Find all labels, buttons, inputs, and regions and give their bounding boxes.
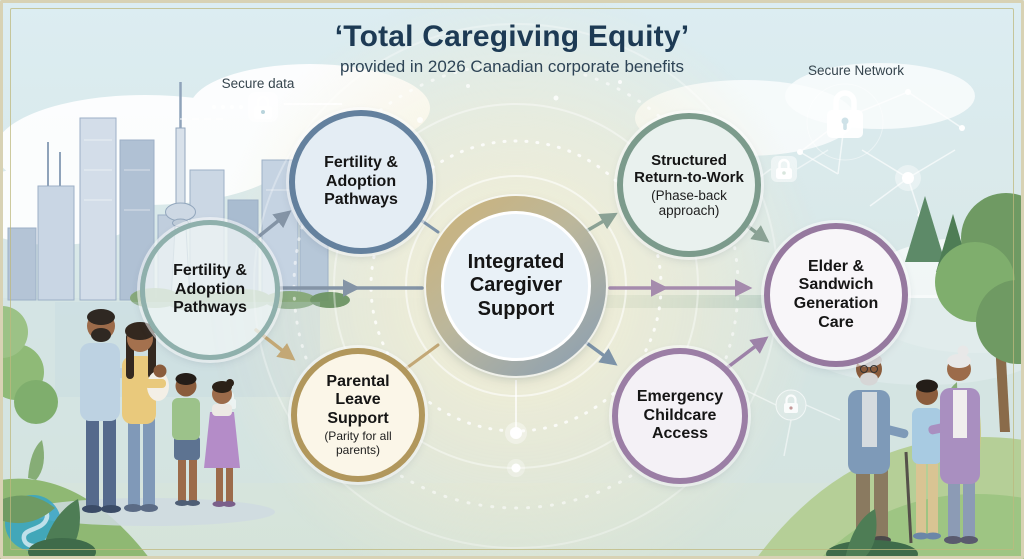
- padlock-icon: [744, 389, 841, 457]
- node-fertility-adoption-pathways-top: Fertility & Adoption Pathways: [289, 110, 433, 254]
- secure-network-motif: [797, 83, 965, 218]
- node-sublabel: (Phase-back approach): [651, 188, 727, 219]
- secure-data-motif: [180, 92, 342, 122]
- page-subtitle: provided in 2026 Canadian corporate bene…: [339, 57, 685, 76]
- connector-center-to-emergency: [582, 339, 618, 366]
- node-label: Structured Return-to-Work: [634, 151, 744, 186]
- connector-parental-to-center: [402, 343, 440, 372]
- node-sublabel: (Parity for all parents): [324, 429, 392, 457]
- foreground-plants: [0, 440, 918, 559]
- secure-data-label: Secure data: [221, 76, 295, 91]
- node-fertility-adoption-pathways-left: Fertility & Adoption Pathways: [140, 220, 280, 360]
- node-integrated-caregiver-support: Integrated Caregiver Support: [426, 196, 606, 376]
- connector-emergency-to-elder: [726, 336, 769, 369]
- node-label: Parental Leave Support: [326, 372, 390, 427]
- node-label: Integrated Caregiver Support: [467, 251, 565, 320]
- glow-dots: [417, 80, 622, 477]
- node-parental-leave-support: Parental Leave Support (Parity for all p…: [291, 348, 425, 482]
- secure-network-label: Secure Network: [807, 63, 905, 78]
- page-title: ‘Total Caregiving Equity’: [334, 20, 690, 53]
- node-emergency-childcare-access: Emergency Childcare Access: [612, 348, 748, 484]
- padlock-icon: [827, 90, 863, 138]
- node-label: Elder & Sandwich Generation Care: [793, 257, 879, 331]
- node-label: Emergency Childcare Access: [636, 388, 724, 443]
- node-label: Fertility & Adoption Pathways: [173, 262, 247, 317]
- grandparents-illustration: [848, 345, 980, 544]
- padlock-icon: [248, 92, 278, 122]
- node-elder-sandwich-generation-care: Elder & Sandwich Generation Care: [764, 223, 908, 367]
- family-illustration: [80, 309, 240, 513]
- node-label: Fertility & Adoption Pathways: [324, 154, 398, 209]
- connector-left-to-topleft: [251, 210, 292, 243]
- node-structured-return-to-work: Structured Return-to-Work (Phase-back ap…: [617, 113, 761, 257]
- connector-center-to-structured: [581, 212, 618, 235]
